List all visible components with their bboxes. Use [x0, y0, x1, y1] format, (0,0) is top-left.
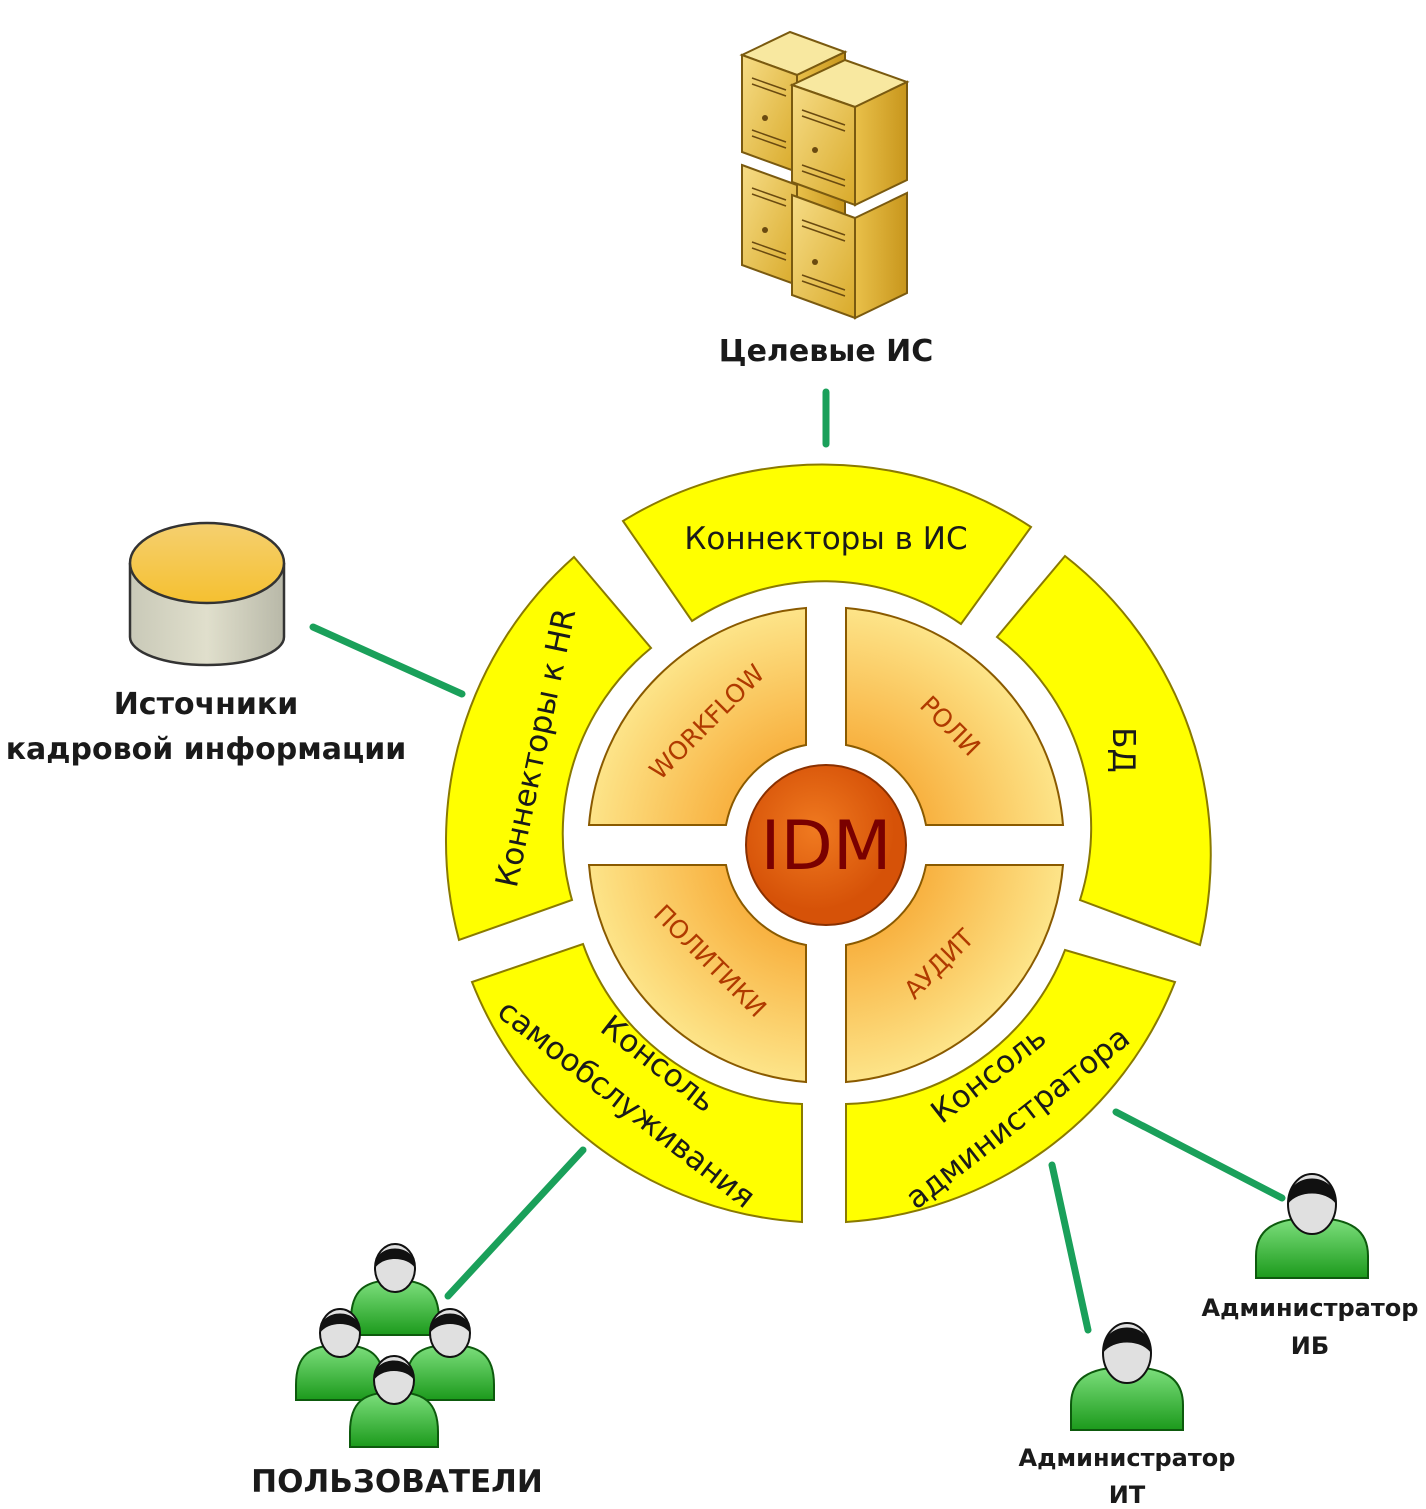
- inner-ring: [587, 606, 1065, 1084]
- database-icon: [128, 521, 286, 667]
- server-unit-icon: [791, 191, 908, 320]
- outer-ring: [445, 463, 1212, 1224]
- admin-ib-label-line1: Администратор: [1202, 1294, 1419, 1322]
- person-icon: [350, 1243, 440, 1336]
- quadrant-policies: [587, 864, 807, 1084]
- target-is-label: Целевые ИС: [719, 334, 934, 369]
- segment-connectors-is: [621, 463, 1033, 626]
- segment-self-service: [470, 942, 803, 1224]
- admin-ib-person-icon: [1255, 1173, 1369, 1279]
- hr-sources-label-line2: кадровой информации: [6, 732, 407, 767]
- label-connectors-is: Коннекторы в ИС: [684, 521, 967, 557]
- quadrant-roles: [845, 606, 1065, 826]
- admin-ib-label-line2: ИБ: [1291, 1332, 1329, 1360]
- quadrant-audit: [845, 864, 1065, 1084]
- connector-lines: [309, 388, 1286, 1334]
- users-label: ПОЛЬЗОВАТЕЛИ: [251, 1464, 543, 1500]
- line-users: [444, 1146, 587, 1300]
- server-stack-icon: [739, 30, 910, 320]
- segment-admin-console: [845, 948, 1177, 1224]
- hr-sources-label-line1: Источники: [114, 687, 299, 722]
- admin-it-label-line1: Администратор: [1019, 1444, 1236, 1472]
- segment-db: [995, 554, 1212, 947]
- line-admin-it: [1048, 1161, 1092, 1334]
- idm-center-circle: [745, 764, 907, 926]
- users-group-icon: [295, 1243, 495, 1448]
- segment-connectors-hr: [445, 555, 653, 942]
- idm-label: IDM: [760, 807, 891, 886]
- person-icon: [349, 1355, 439, 1448]
- person-icon: [295, 1308, 385, 1401]
- label-db: БД: [1105, 727, 1141, 773]
- server-unit-icon: [789, 58, 910, 207]
- quadrant-workflow: [587, 606, 807, 826]
- line-hr-sources: [309, 623, 466, 698]
- person-icon: [405, 1308, 495, 1401]
- admin-it-label-line2: ИТ: [1109, 1481, 1146, 1509]
- line-admin-ib: [1112, 1108, 1286, 1202]
- admin-it-person-icon: [1070, 1322, 1184, 1431]
